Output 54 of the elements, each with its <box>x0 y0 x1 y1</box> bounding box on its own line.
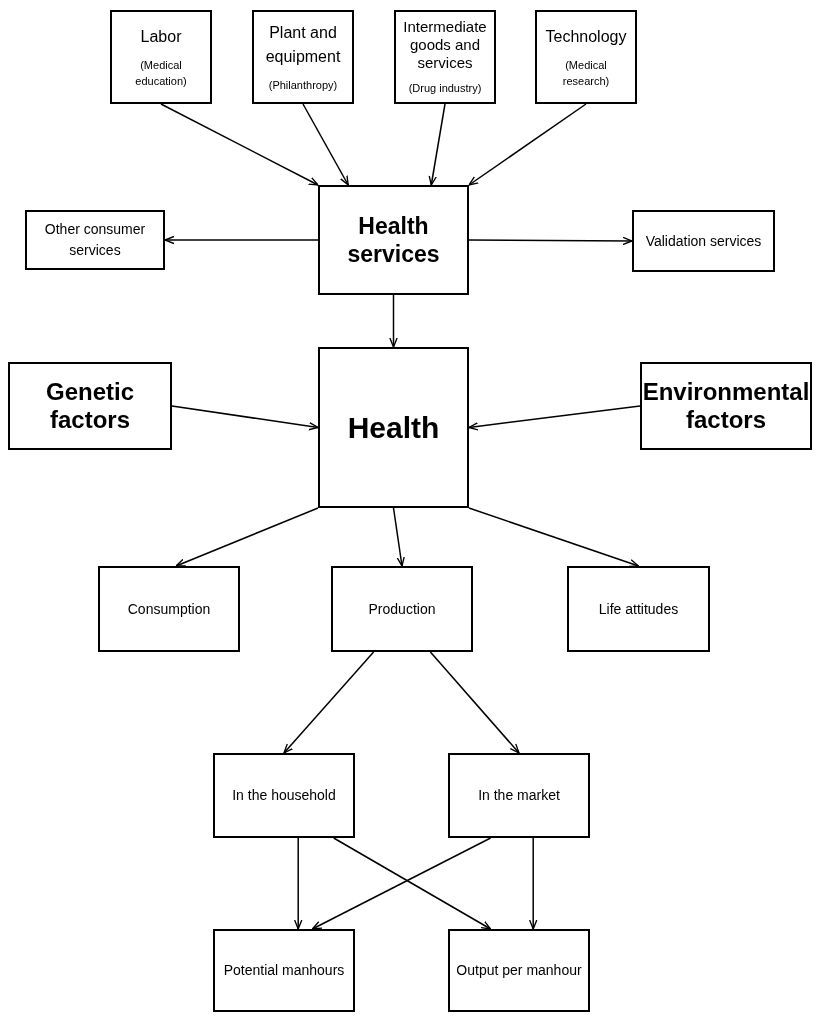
process-box <box>448 929 590 1012</box>
arrow <box>429 651 520 754</box>
arrow <box>468 236 633 246</box>
arrow <box>283 651 375 754</box>
process-box <box>213 753 355 838</box>
box-subtitle: (Philanthropy) <box>268 77 338 93</box>
arrow <box>392 507 405 567</box>
process-box <box>98 566 240 652</box>
box-title: Labor <box>140 26 182 47</box>
arrow <box>302 103 349 186</box>
box-title: Output per manhour <box>456 961 582 980</box>
arrow <box>164 235 319 245</box>
box-title: Production <box>368 599 436 619</box>
process-box <box>252 10 354 104</box>
box-title: Intermediate goods and services <box>402 17 488 72</box>
arrow <box>528 837 538 930</box>
box-title: Plant and equipment <box>264 22 342 67</box>
process-box <box>331 566 473 652</box>
arrow <box>175 507 319 567</box>
box-title: Technology <box>545 26 627 47</box>
process-box <box>25 210 165 270</box>
arrow <box>160 103 319 186</box>
process-box <box>8 362 172 450</box>
box-title: Other consumer services <box>43 220 147 260</box>
box-subtitle: (Drug industry) <box>408 80 482 96</box>
arrow <box>428 103 446 186</box>
process-box <box>640 362 812 450</box>
box-title: Consumption <box>127 599 211 619</box>
box-title: Environmental factors <box>642 378 810 434</box>
arrow <box>468 405 641 431</box>
box-title: Potential manhours <box>223 961 345 980</box>
box-subtitle: (Medical education) <box>134 57 188 89</box>
box-title: In the household <box>232 786 336 805</box>
process-box <box>318 185 469 295</box>
process-box <box>318 347 469 508</box>
box-title: Validation services <box>645 231 762 251</box>
process-box <box>394 10 496 104</box>
box-subtitle: (Medical research) <box>561 57 611 89</box>
process-box <box>110 10 212 104</box>
process-box <box>567 566 710 652</box>
box-title: Health services <box>346 212 441 268</box>
arrow <box>468 507 640 568</box>
process-box <box>448 753 590 838</box>
process-box <box>535 10 637 104</box>
arrow <box>468 103 587 186</box>
process-box <box>213 929 355 1012</box>
arrow <box>293 837 303 930</box>
process-box <box>632 210 775 272</box>
arrow <box>389 294 398 348</box>
arrow <box>171 405 319 431</box>
box-title: In the market <box>478 786 560 805</box>
box-title: Health <box>347 410 440 446</box>
box-title: Genetic factors <box>45 378 135 434</box>
box-title: Life attitudes <box>598 599 679 619</box>
